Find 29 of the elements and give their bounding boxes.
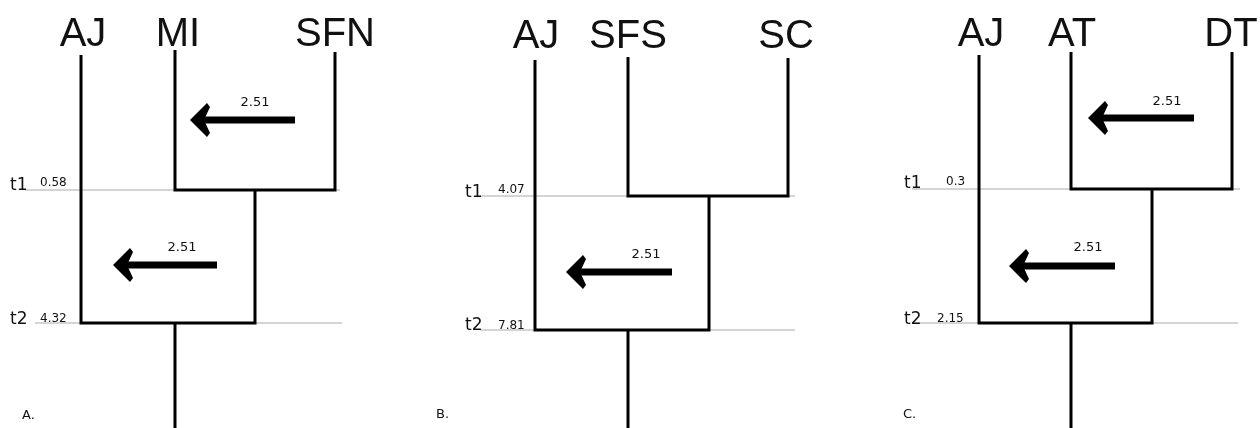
migration-rate: 2.51 xyxy=(167,239,197,253)
migration-rate: 2.51 xyxy=(240,94,270,108)
time-label: t1 xyxy=(10,175,28,193)
migration-rate: 2.51 xyxy=(631,246,661,260)
taxon-label: AJ xyxy=(957,12,1005,52)
taxon-label: SFS xyxy=(589,14,667,54)
time-label: t1 xyxy=(465,182,483,200)
panel-label: C. xyxy=(903,406,917,420)
migration-rate: 2.51 xyxy=(1073,239,1103,253)
time-label: t1 xyxy=(904,173,922,191)
time-label: t2 xyxy=(10,309,28,327)
migration-rate: 2.51 xyxy=(1152,93,1182,107)
time-label: t2 xyxy=(465,315,483,333)
taxon-label: AT xyxy=(1047,12,1097,52)
taxon-label: AJ xyxy=(512,14,560,54)
taxon-label: SFN xyxy=(295,12,375,52)
time-value: 0.58 xyxy=(40,176,67,188)
time-value: 2.15 xyxy=(937,312,964,324)
time-value: 0.3 xyxy=(946,175,966,187)
time-label: t2 xyxy=(904,309,922,327)
taxon-label: DT xyxy=(1204,12,1258,52)
taxon-label: SC xyxy=(758,14,814,54)
time-value: 4.32 xyxy=(40,312,67,324)
panel-label: B. xyxy=(436,406,450,420)
panel-label: A. xyxy=(22,407,35,421)
time-value: 7.81 xyxy=(498,319,525,331)
time-value: 4.07 xyxy=(498,183,525,195)
taxon-label: AJ xyxy=(59,12,107,52)
taxon-label: MI xyxy=(155,12,201,52)
